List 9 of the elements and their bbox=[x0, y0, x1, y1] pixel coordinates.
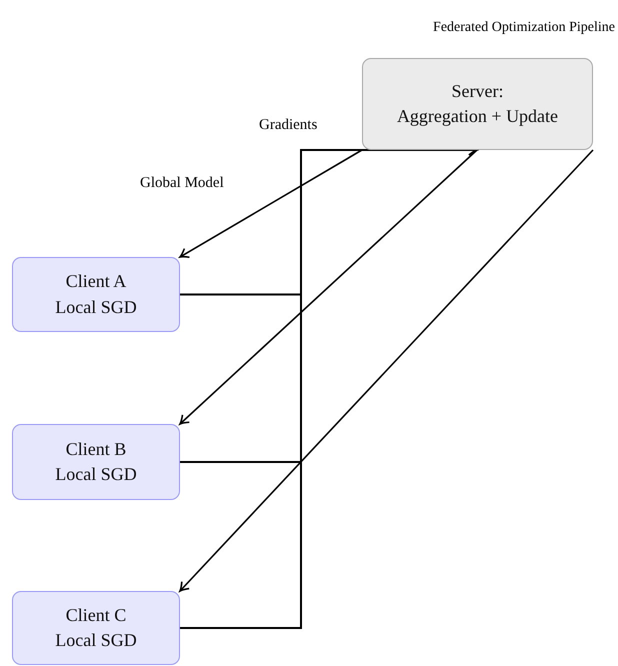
node-text: Client C Local SGD bbox=[55, 604, 137, 652]
client-box bbox=[12, 424, 180, 500]
client-box bbox=[12, 257, 180, 332]
diagram-title: Federated Optimization Pipeline bbox=[433, 20, 615, 36]
server-box bbox=[362, 58, 593, 150]
node-text: Client B Local SGD bbox=[55, 438, 137, 486]
client-box bbox=[12, 591, 180, 665]
node-text: Server: Aggregation + Update bbox=[396, 80, 558, 128]
node-text: Client A Local SGD bbox=[55, 270, 137, 318]
